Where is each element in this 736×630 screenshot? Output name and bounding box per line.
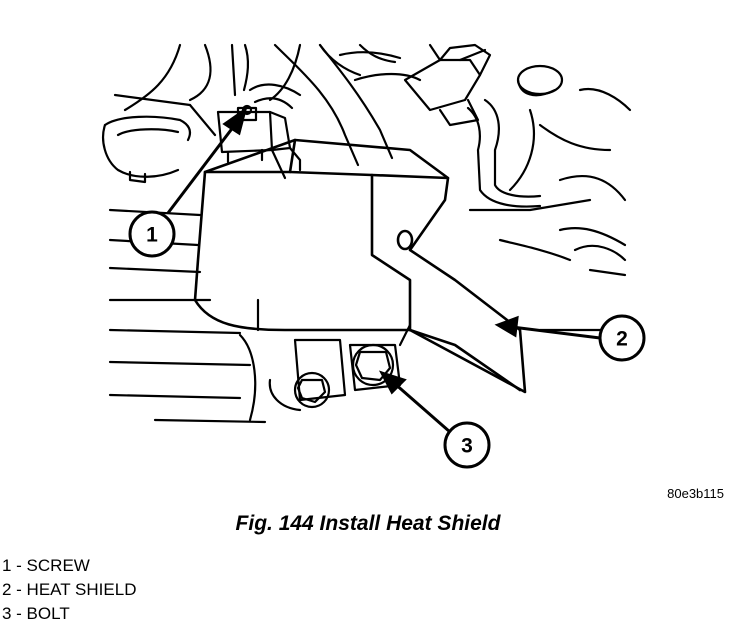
leader-arrows [166,106,601,434]
connector-and-line [403,43,564,208]
legend-item: 2 - HEAT SHIELD [2,580,137,599]
callout-circle-1 [128,210,176,258]
callout-number-3: 3 [461,435,473,458]
leader-arrow-1 [166,106,248,214]
hose-clamp-ring [101,115,191,184]
callout-number-2: 2 [616,328,628,351]
callout-number-1: 1 [146,224,158,247]
engine-background-lines [108,43,632,424]
legend-list: 1 - SCREW 2 - HEAT SHIELD 3 - BOLT [2,554,136,626]
callout-circle-3 [443,421,491,469]
leader-arrow-2 [494,315,601,340]
coolant-hose [248,43,422,167]
callout-circle-2 [598,314,646,362]
callout-circles [128,210,646,469]
figure-caption: Fig. 144 Install Heat Shield [235,512,501,535]
image-code: 80e3b115 [667,486,724,501]
legend-item: 1 - SCREW [2,556,90,575]
legend-item: 3 - BOLT [2,604,70,623]
lower-bracket-and-bolts [268,323,412,412]
leader-arrow-3 [378,370,451,434]
heat-shield-outline [193,138,527,394]
heat-shield-diagram: 1 2 3 [101,43,646,469]
